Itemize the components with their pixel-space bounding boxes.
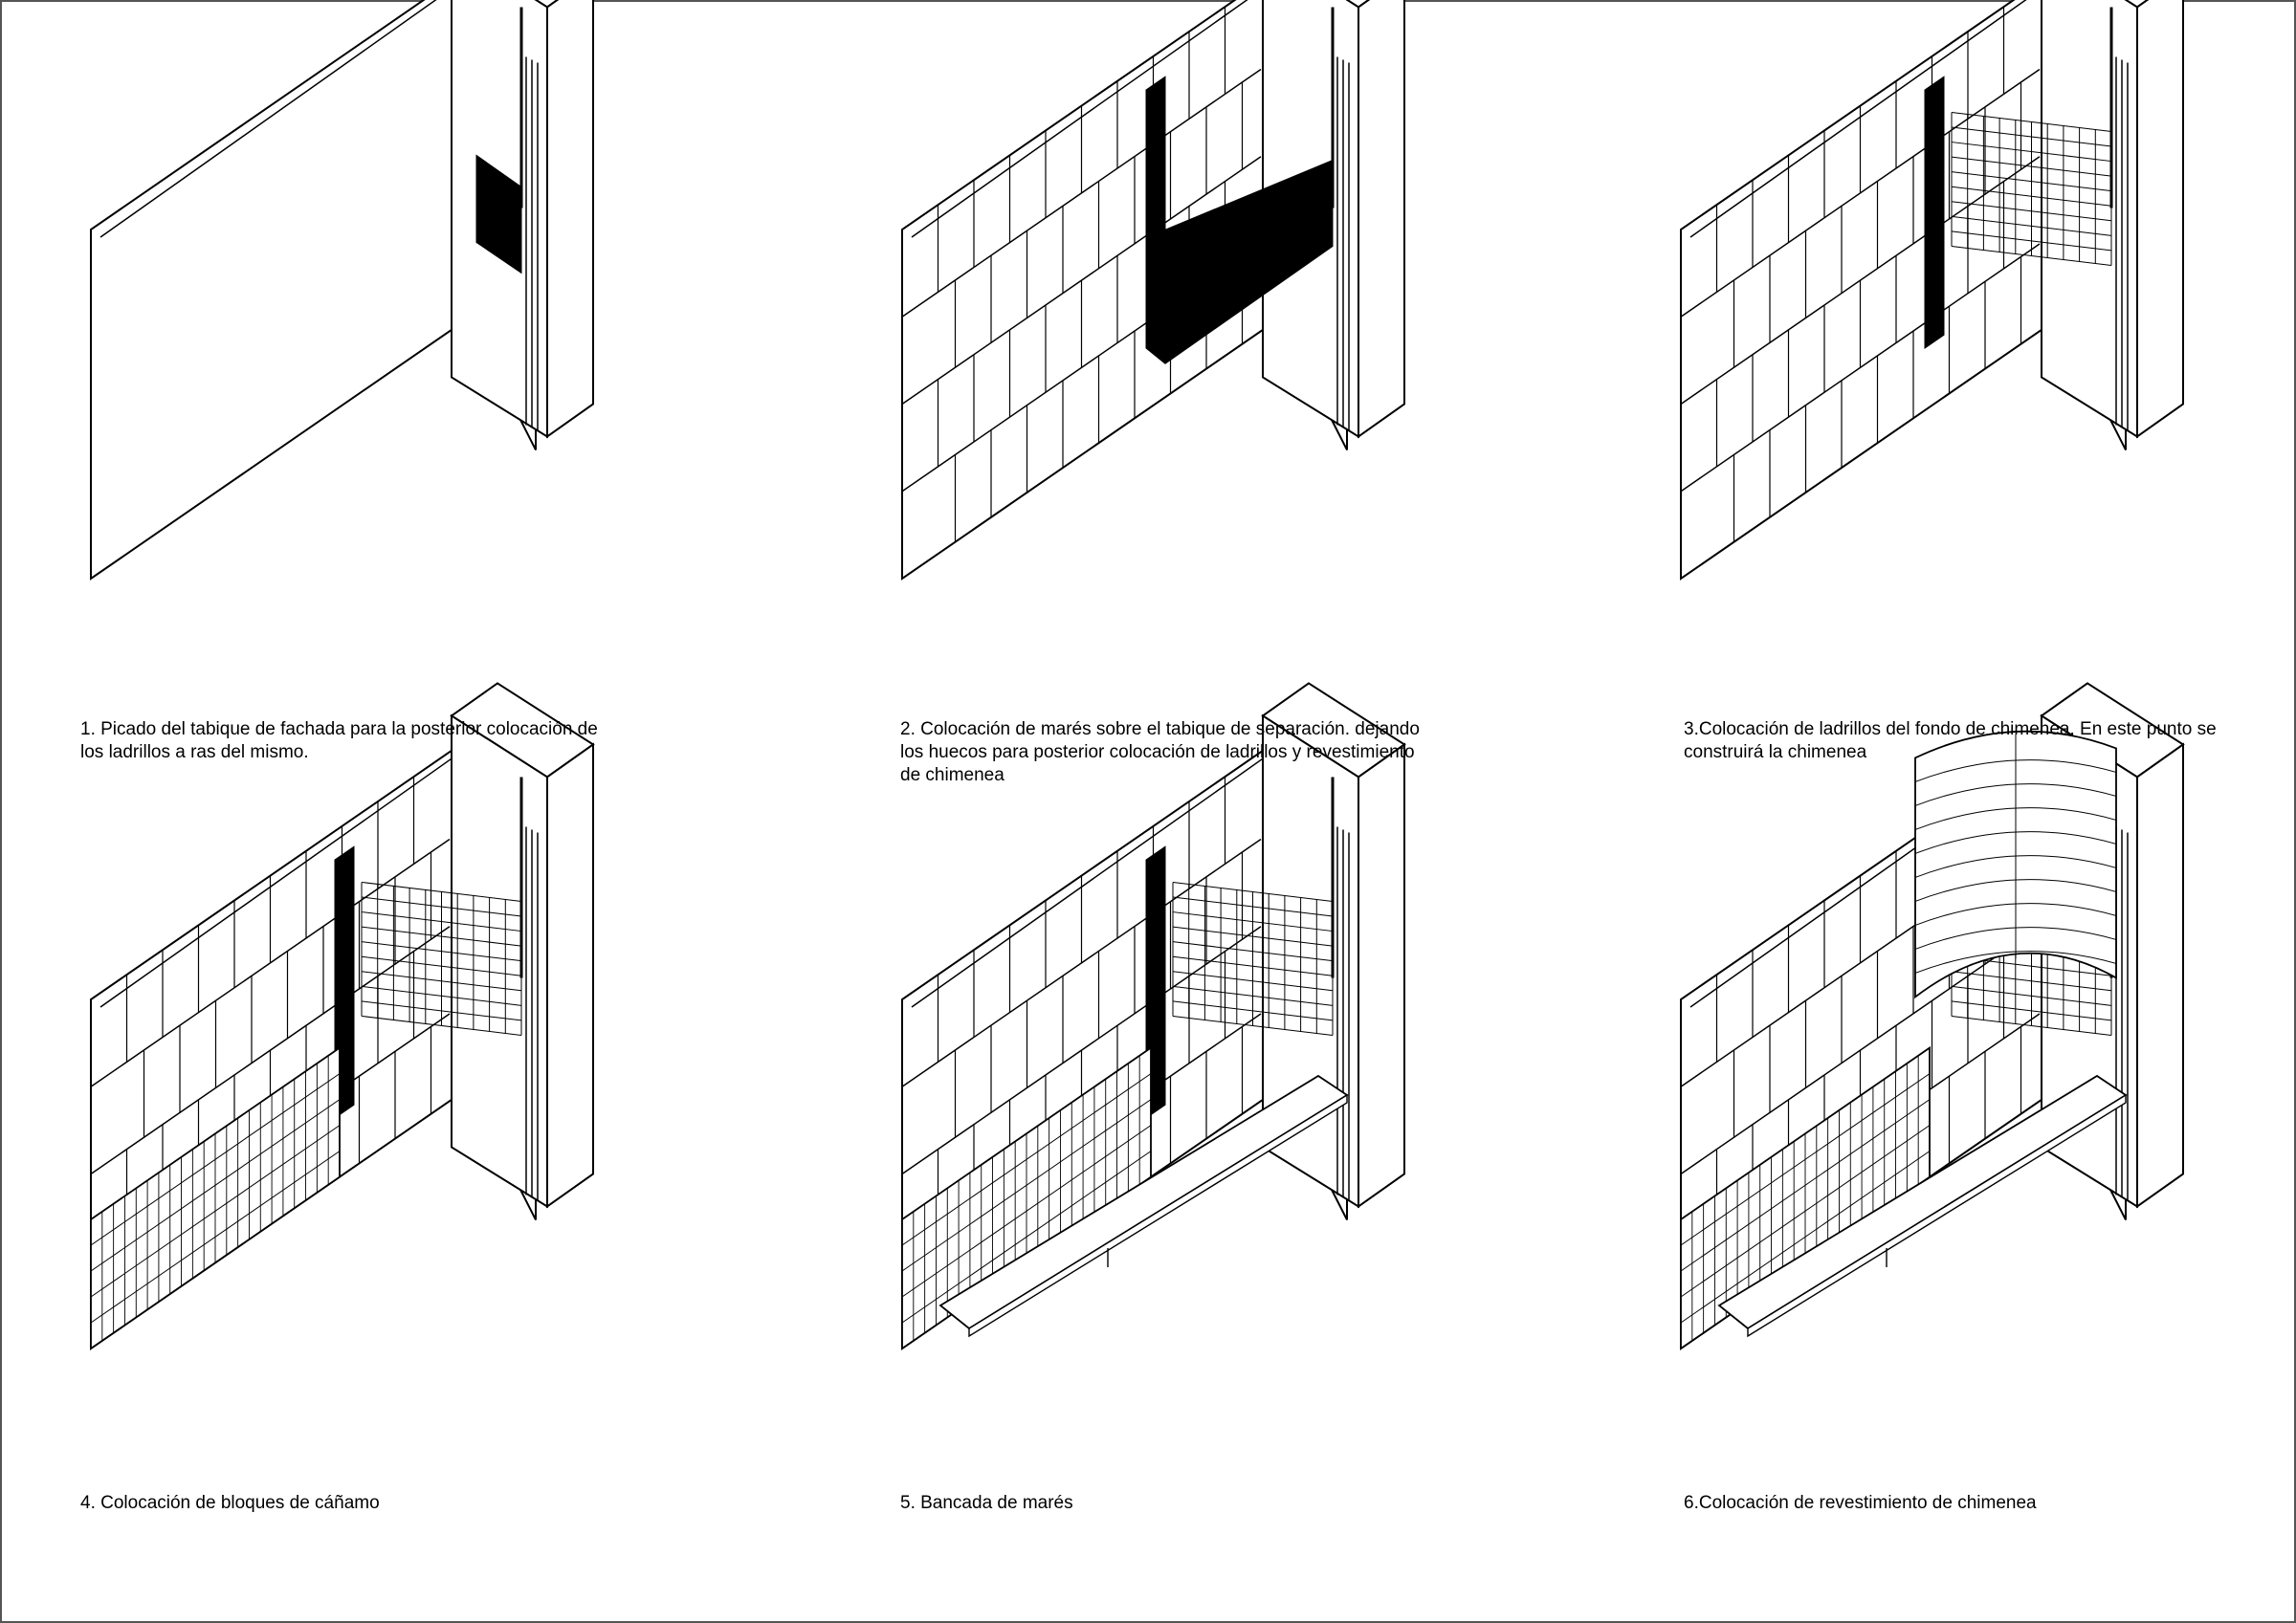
back-wall [1680,0,2060,581]
step-1-drawing [90,0,594,581]
void-slot [1924,76,1945,350]
step-1-caption: 1. Picado del tabique de fachada para la… [80,718,598,764]
back-wall [90,0,470,581]
caption-line: los ladrillos a ras del mismo. [80,742,309,762]
step-2-caption: 2. Colocación de marés sobre el tabique … [900,718,1420,787]
back-wall-top-line [1689,0,2027,238]
back-wall-top-line [911,0,1248,238]
pillar-top [2124,0,2150,9]
pillar-top [534,0,560,9]
step-3-drawing [1680,0,2184,581]
step-5-caption: 5. Bancada de marés [900,1492,1073,1515]
step-3-caption: 3.Colocación de ladrillos del fondo de c… [1684,718,2217,764]
caption-line: construirá la chimenea [1684,742,1867,762]
step-6-caption: 6.Colocación de revestimiento de chimene… [1684,1492,2037,1515]
caption-line: 4. Colocación de bloques de cáñamo [80,1493,380,1513]
pillar-front [1262,713,1359,1209]
step-4-drawing [90,682,595,1350]
step-4-caption: 4. Colocación de bloques de cáñamo [80,1492,380,1515]
pillar-face [2136,742,2184,1209]
void-recess [475,154,522,274]
caption-line: 6.Colocación de revestimiento de chimene… [1684,1493,2037,1513]
back-wall-top-line [99,745,470,1008]
pillar-front [451,713,548,1209]
pillar-top [1345,0,1371,9]
pillar-face [546,0,594,439]
void-recess [1145,76,1334,364]
caption-line: los huecos para posterior colocación de … [900,742,1415,762]
caption-line: de chimenea [900,765,1004,785]
step-6-drawing [1680,682,2185,1350]
bench-edge [968,1093,1348,1338]
pillar-face [1358,742,1405,1209]
bench-edge [1747,1093,2127,1338]
caption-line: 2. Colocación de marés sobre el tabique … [900,719,1420,739]
back-wall [901,0,1281,581]
caption-line: 1. Picado del tabique de fachada para la… [80,719,598,739]
caption-line: 3.Colocación de ladrillos del fondo de c… [1684,719,2217,739]
pillar-face [546,742,594,1209]
back-wall-top-line [911,745,1281,1008]
step-2-drawing [901,0,1405,581]
pillar-face [2136,0,2184,439]
pillar-face [1358,0,1405,439]
step-5-drawing [901,682,1406,1350]
caption-line: 5. Bancada de marés [900,1493,1073,1513]
back-wall-top-line [99,0,437,238]
